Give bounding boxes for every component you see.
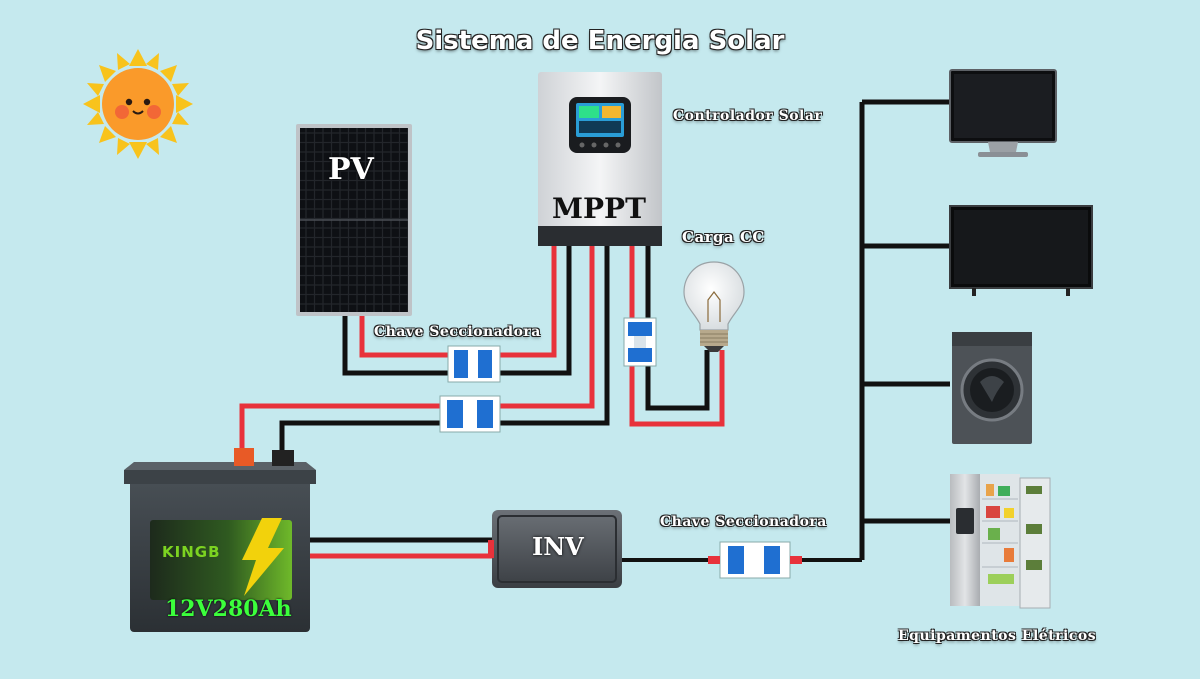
wire-load-negative: [645, 350, 710, 411]
wiring: [239, 99, 950, 562]
wire-mppt-bat-positive: [500, 245, 595, 409]
mppt-controller-icon: [538, 72, 662, 246]
breaker-pv: [447, 345, 501, 383]
equipment-label: Equipamentos Elétricos: [898, 628, 1097, 644]
wire-bat-positive: [239, 403, 440, 450]
monitor-icon: [949, 69, 1057, 157]
breaker-icon: [439, 317, 802, 579]
page-title: Sistema de Energia Solar: [415, 26, 785, 56]
inverter-icon: [488, 510, 622, 588]
tv-icon: [949, 205, 1093, 296]
wire-mppt-pv-negative: [500, 245, 572, 376]
wire-pv-positive: [359, 315, 448, 358]
pv-label: PV: [328, 152, 374, 187]
light-bulb-icon: [683, 261, 745, 352]
dc-load-label: Carga CC: [682, 228, 765, 246]
washing-machine-icon: [952, 332, 1032, 444]
breaker-ac: [708, 541, 802, 579]
switch-label-top: Chave Seccionadora: [374, 324, 541, 340]
wire-bat-negative: [279, 420, 440, 452]
wire-mppt-bat-negative: [500, 245, 610, 426]
breaker-battery: [439, 395, 501, 433]
battery-icon: [124, 448, 316, 632]
sun-icon: [83, 49, 193, 159]
battery-capacity-label: 12V280Ah: [165, 596, 292, 622]
refrigerator-icon: [950, 474, 1051, 609]
breaker-dc-load: [623, 317, 657, 367]
wire-pv-negative: [342, 315, 448, 376]
wire-load-positive: [629, 350, 725, 427]
battery-brand-label: KINGB: [162, 543, 221, 561]
switch-label-bottom: Chave Seccionadora: [660, 514, 827, 530]
wire-mppt-pv-positive: [500, 245, 557, 358]
solar-panel-icon: [296, 124, 412, 316]
mppt-label: MPPT: [552, 192, 646, 225]
inverter-label: INV: [532, 532, 584, 561]
controller-label: Controlador Solar: [673, 108, 823, 124]
